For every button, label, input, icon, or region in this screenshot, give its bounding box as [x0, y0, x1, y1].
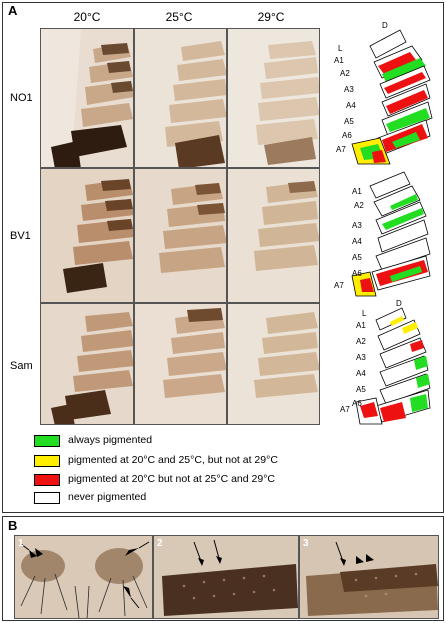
- segment-a7-red: [372, 150, 386, 163]
- legend-swatch-white: [34, 492, 60, 504]
- segment-a4: [377, 219, 429, 253]
- photo-b3: 3: [299, 535, 439, 619]
- segment-a1: [369, 29, 407, 59]
- legend-label: always pigmented: [68, 434, 153, 446]
- panel-b-letter: B: [8, 518, 18, 533]
- segment-a3-green: [382, 208, 424, 230]
- diagram-3-label-A4: A4: [356, 369, 366, 378]
- photo-b2: 2: [153, 535, 299, 619]
- segment-diagram-bv1: A1 A2 A3 A4 A5 A6 A7: [334, 171, 431, 297]
- diagram-2-label-A5: A5: [352, 253, 362, 262]
- segment-a2: [373, 185, 421, 217]
- segment-a7-red: [360, 402, 378, 418]
- column-header-25c: 25°C: [165, 10, 193, 24]
- segment-a1: [375, 307, 407, 331]
- diagram-2-label-A3: A3: [352, 221, 362, 230]
- diagram-1-label-A3: A3: [344, 85, 354, 94]
- row-header-bv1: BV1: [10, 230, 31, 242]
- legend-swatch-red: [34, 474, 60, 486]
- photo-sam-29c: [227, 303, 320, 425]
- segment-a4-red: [386, 90, 428, 114]
- segment-a2-yellow: [402, 322, 418, 334]
- segment-a5-green: [416, 374, 430, 388]
- diagram-1-label-A1: A1: [334, 56, 344, 65]
- segment-a3-red: [410, 340, 424, 352]
- legend-label: pigmented at 20°C but not at 25°C and 29…: [68, 473, 275, 485]
- diagram-3-label-A6: A6: [352, 399, 362, 408]
- diagram-3-label-A1: A1: [356, 321, 366, 330]
- photo-sam-20c: [40, 303, 134, 425]
- segment-a1-yellow: [390, 316, 404, 326]
- diagram-1-label-A7: A7: [336, 145, 346, 154]
- column-header-20c: 20°C: [73, 10, 101, 24]
- diagram-1-label-D: D: [382, 21, 388, 30]
- panel-b-frame: [2, 516, 444, 621]
- diagram-3-label-A2: A2: [356, 337, 366, 346]
- photo-b1: 1: [14, 535, 153, 619]
- segment-a7-red: [360, 278, 374, 292]
- legend-label: pigmented at 20°C and 25°C, but not at 2…: [68, 454, 278, 466]
- diagram-3-label-A5: A5: [356, 385, 366, 394]
- diagram-1-label-A4: A4: [346, 101, 356, 110]
- photo-bv1-25c: [134, 168, 227, 303]
- legend-swatch-yellow: [34, 455, 60, 467]
- column-header-29c: 29°C: [257, 10, 285, 24]
- photo-bv1-20c: [40, 168, 134, 303]
- row-header-no1: NO1: [10, 92, 33, 104]
- panel-a-letter: A: [8, 3, 18, 18]
- segment-a5: [375, 237, 431, 271]
- segment-a6-red: [380, 402, 406, 422]
- segment-diagram-sam: L D A1 A2 A3 A4 A5 A6 A7: [340, 299, 431, 425]
- segment-a5-green: [386, 108, 430, 132]
- diagram-1-label-A2: A2: [340, 69, 350, 78]
- segment-a2-red: [378, 52, 416, 74]
- diagram-3-label-D: D: [396, 299, 402, 308]
- diagram-3-label-A7: A7: [340, 405, 350, 414]
- segment-a4-green: [414, 356, 428, 370]
- diagram-1-label-A6: A6: [342, 131, 352, 140]
- diagram-2-label-A2: A2: [354, 201, 364, 210]
- legend-label: never pigmented: [68, 491, 147, 503]
- diagram-2-label-A6: A6: [352, 269, 362, 278]
- segment-diagram-no1: L D A1 A2 A3 A4 A5 A6 A7: [334, 21, 433, 165]
- diagram-2-label-A4: A4: [352, 237, 362, 246]
- segment-a2-green: [382, 58, 426, 82]
- photo-bv1-29c: [227, 168, 320, 303]
- photo-no1-25c: [134, 28, 227, 168]
- segment-a1: [369, 171, 411, 199]
- photo-no1-20c: [40, 28, 134, 168]
- diagram-2-label-A1: A1: [352, 187, 362, 196]
- panel-b-image-number-1: 1: [18, 538, 24, 549]
- diagram-3-label-L: L: [362, 309, 367, 318]
- diagram-3-label-A3: A3: [356, 353, 366, 362]
- segment-a6-green: [392, 132, 420, 148]
- segment-a2-green: [390, 194, 418, 210]
- diagram-2-label-A7: A7: [334, 281, 344, 290]
- segment-a3-red: [384, 72, 426, 94]
- row-header-sam: Sam: [10, 360, 33, 372]
- legend-swatch-green: [34, 435, 60, 447]
- diagram-1-label-A5: A5: [344, 117, 354, 126]
- diagram-1-label-L: L: [338, 44, 343, 53]
- panel-b-image-number-3: 3: [303, 538, 309, 549]
- segment-a6-green: [410, 394, 428, 412]
- panel-b-image-number-2: 2: [157, 538, 163, 549]
- panel-a-frame: [2, 2, 444, 513]
- segment-a6-green: [390, 266, 422, 282]
- photo-no1-29c: [227, 28, 320, 168]
- photo-sam-25c: [134, 303, 227, 425]
